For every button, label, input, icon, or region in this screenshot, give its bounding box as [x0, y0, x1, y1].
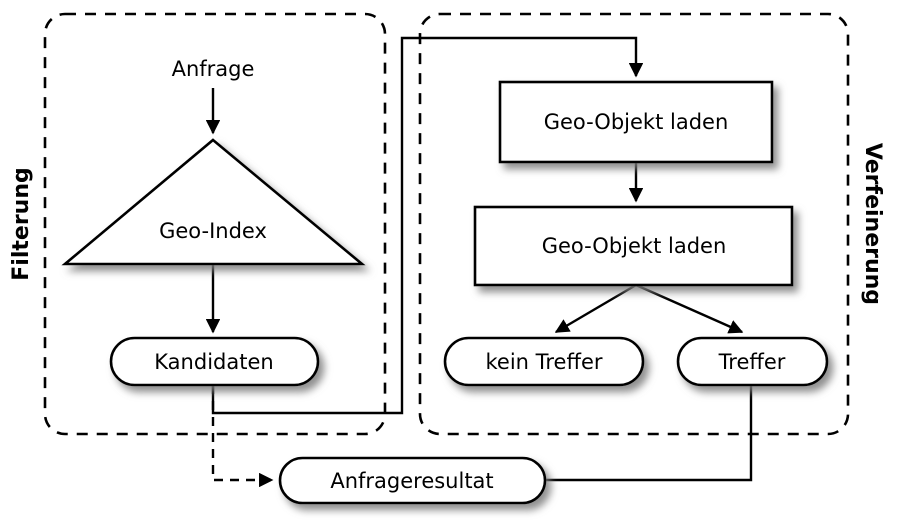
node-kein-treffer[interactable]: kein Treffer [443, 336, 645, 387]
node-treffer[interactable]: Treffer [676, 336, 829, 387]
node-geo-objekt-laden-1-shape [498, 80, 774, 164]
node-anfrageresultat-shape [278, 456, 547, 505]
edge-geoobjekt2-to-keintreffer [554, 283, 637, 334]
node-geo-objekt-laden-2[interactable]: Geo-Objekt laden [473, 205, 794, 287]
edge-treffer-to-anfrageresultat [545, 385, 753, 482]
group-verfeinerung-border [418, 12, 850, 436]
node-geo-index-shape [61, 138, 366, 266]
node-geo-objekt-laden-2-shape [473, 205, 794, 287]
group-filterung-label: Filterung [9, 167, 34, 280]
node-treffer-label: Treffer [718, 350, 786, 374]
edge-geoobjekt2-to-treffer [635, 283, 744, 334]
node-kandidaten[interactable]: Kandidaten [109, 336, 320, 387]
group-filterung-border [43, 12, 387, 436]
node-geo-objekt-laden-2-label: Geo-Objekt laden [542, 234, 727, 258]
node-geo-objekt-laden-1-label: Geo-Objekt laden [544, 110, 729, 134]
node-geo-index[interactable]: Geo-Index [61, 138, 366, 266]
group-filterung: Filterung [9, 12, 387, 436]
node-anfrage[interactable]: Anfrage [172, 57, 255, 81]
node-geo-index-label: Geo-Index [159, 219, 267, 243]
node-treffer-shape [676, 336, 829, 387]
node-anfrage-label: Anfrage [172, 57, 255, 81]
node-anfrageresultat-label: Anfrageresultat [330, 469, 493, 493]
node-kein-treffer-label: kein Treffer [485, 350, 602, 374]
node-kandidaten-shape [109, 336, 320, 387]
edge-kandidaten-to-anfrageresultat [211, 385, 274, 488]
node-kandidaten-label: Kandidaten [154, 350, 273, 374]
group-verfeinerung: Verfeinerung [418, 12, 885, 436]
group-verfeinerung-label: Verfeinerung [860, 143, 885, 305]
node-geo-objekt-laden-1[interactable]: Geo-Objekt laden [498, 80, 774, 164]
node-anfrageresultat[interactable]: Anfrageresultat [278, 456, 547, 505]
node-kein-treffer-shape [443, 336, 645, 387]
